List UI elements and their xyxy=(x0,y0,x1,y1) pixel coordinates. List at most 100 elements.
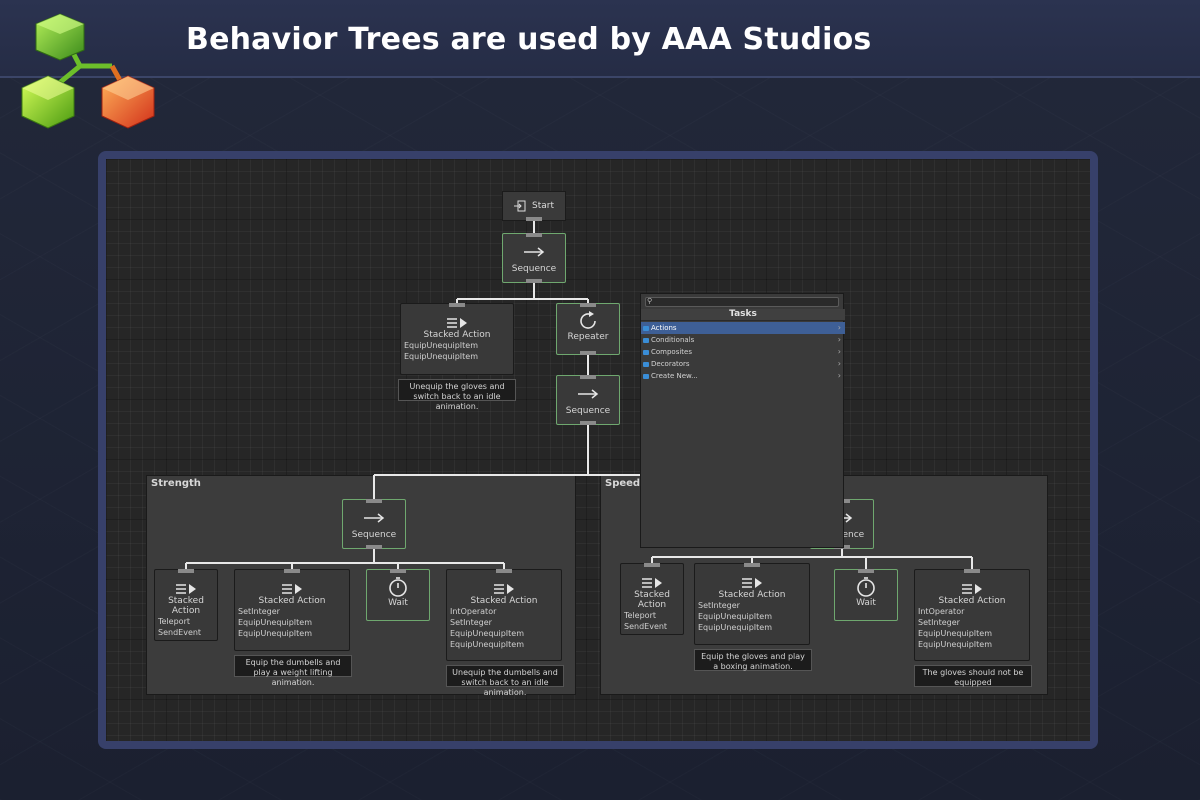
tasks-list: Actions › Conditionals › Composites › De… xyxy=(641,322,845,382)
node-list-item: EquipUnequipItem xyxy=(404,341,479,350)
node-stacked-action-s2[interactable]: Stacked Action SetInteger EquipUnequipIt… xyxy=(234,569,350,651)
search-icon: ⚲ xyxy=(647,297,653,305)
group-title-strength: Strength xyxy=(151,478,201,489)
node-list-item: SetInteger xyxy=(918,618,960,627)
folder-icon xyxy=(643,326,649,331)
node-list-item: EquipUnequipItem xyxy=(238,629,313,638)
input-port[interactable] xyxy=(858,569,874,573)
editor-frame: Strength Speed xyxy=(98,151,1098,749)
list-play-icon xyxy=(494,584,514,594)
input-port[interactable] xyxy=(284,569,300,573)
node-list-item: EquipUnequipItem xyxy=(238,618,313,627)
output-port[interactable] xyxy=(366,545,382,549)
folder-icon xyxy=(643,350,649,355)
task-item-label: Composites xyxy=(651,348,693,356)
node-wait-p[interactable]: Wait xyxy=(834,569,898,621)
task-item-create-new[interactable]: Create New... › xyxy=(641,370,845,382)
input-port[interactable] xyxy=(366,499,382,503)
node-title: Sequence xyxy=(511,264,557,274)
comment-top: Unequip the gloves and switch back to an… xyxy=(398,379,516,411)
input-port[interactable] xyxy=(644,563,660,567)
tasks-search-input[interactable] xyxy=(645,297,839,307)
input-port[interactable] xyxy=(744,563,760,567)
task-item-label: Actions xyxy=(651,324,677,332)
node-repeater[interactable]: Repeater xyxy=(556,303,620,355)
logo-cubes-icon xyxy=(21,13,155,129)
task-item-label: Create New... xyxy=(651,372,698,380)
group-title-speed: Speed xyxy=(605,478,641,489)
node-title: Stacked Action xyxy=(938,596,1006,606)
node-title: Stacked Action xyxy=(168,596,204,616)
chevron-right-icon: › xyxy=(837,371,841,380)
node-list-item: EquipUnequipItem xyxy=(404,352,479,361)
start-node[interactable]: Start xyxy=(502,191,566,221)
output-port[interactable] xyxy=(580,351,596,355)
chevron-right-icon: › xyxy=(837,323,841,332)
list-play-icon xyxy=(282,584,302,594)
comment-s-unequip: Unequip the dumbells and switch back to … xyxy=(446,665,564,697)
node-title: Stacked Action xyxy=(718,590,786,600)
output-port[interactable] xyxy=(526,217,542,221)
input-port[interactable] xyxy=(496,569,512,573)
tasks-panel-title: Tasks xyxy=(641,309,845,321)
page-headline: Behavior Trees are used by AAA Studios xyxy=(186,22,872,57)
list-play-icon xyxy=(447,318,467,328)
input-port[interactable] xyxy=(580,375,596,379)
input-port[interactable] xyxy=(449,303,465,307)
node-title: Stacked Action xyxy=(258,596,326,606)
folder-icon xyxy=(643,374,649,379)
task-item-decorators[interactable]: Decorators › xyxy=(641,358,845,370)
input-port[interactable] xyxy=(178,569,194,573)
folder-icon xyxy=(643,362,649,367)
start-label: Start xyxy=(532,201,554,211)
tasks-panel[interactable]: ⚲ Tasks Actions › Conditionals › Composi… xyxy=(640,293,845,548)
node-sequence-root[interactable]: Sequence xyxy=(502,233,566,283)
input-port[interactable] xyxy=(964,569,980,573)
task-item-composites[interactable]: Composites › xyxy=(641,346,845,358)
graph-canvas[interactable]: Strength Speed xyxy=(106,159,1090,741)
node-list-item: Teleport xyxy=(624,611,656,620)
node-title: Wait xyxy=(856,598,876,608)
node-title: Sequence xyxy=(351,530,397,540)
node-list-item: IntOperator xyxy=(918,607,965,616)
node-title: Stacked Action xyxy=(423,330,491,340)
node-list-item: EquipUnequipItem xyxy=(450,640,525,649)
node-list-item: EquipUnequipItem xyxy=(918,640,993,649)
list-play-icon xyxy=(962,584,982,594)
node-stacked-action-top[interactable]: Stacked Action EquipUnequipItem EquipUne… xyxy=(400,303,514,375)
node-stacked-action-p2[interactable]: Stacked Action SetInteger EquipUnequipIt… xyxy=(694,563,810,645)
output-port[interactable] xyxy=(580,421,596,425)
node-sequence-mid[interactable]: Sequence xyxy=(556,375,620,425)
node-list-item: SetInteger xyxy=(450,618,492,627)
node-wait-s[interactable]: Wait xyxy=(366,569,430,621)
comment-p-not-equipped: The gloves should not be equipped xyxy=(914,665,1032,687)
node-list-item: IntOperator xyxy=(450,607,497,616)
node-stacked-action-s3[interactable]: Stacked Action IntOperator SetInteger Eq… xyxy=(446,569,562,661)
input-port[interactable] xyxy=(390,569,406,573)
arrow-right-icon xyxy=(364,513,385,523)
chevron-right-icon: › xyxy=(837,347,841,356)
task-item-actions[interactable]: Actions › xyxy=(641,322,845,334)
output-port[interactable] xyxy=(526,279,542,283)
comment-s-dumbbells: Equip the dumbells and play a weight lif… xyxy=(234,655,352,687)
list-play-icon xyxy=(642,578,662,588)
stopwatch-icon xyxy=(857,577,875,597)
node-stacked-action-s1[interactable]: Stacked Action Teleport SendEvent xyxy=(154,569,218,641)
node-stacked-action-p3[interactable]: Stacked Action IntOperator SetInteger Eq… xyxy=(914,569,1030,661)
node-list-item: EquipUnequipItem xyxy=(698,623,773,632)
task-item-label: Conditionals xyxy=(651,336,695,344)
node-title: Sequence xyxy=(565,406,611,416)
node-list-item: SetInteger xyxy=(238,607,280,616)
input-port[interactable] xyxy=(526,233,542,237)
node-list-item: SendEvent xyxy=(158,628,202,637)
task-item-conditionals[interactable]: Conditionals › xyxy=(641,334,845,346)
node-title: Stacked Action xyxy=(634,590,670,610)
node-title: Stacked Action xyxy=(470,596,538,606)
node-stacked-action-p1[interactable]: Stacked Action Teleport SendEvent xyxy=(620,563,684,635)
node-sequence-strength[interactable]: Sequence xyxy=(342,499,406,549)
node-list-item: SetInteger xyxy=(698,601,740,610)
comment-p-gloves: Equip the gloves and play a boxing anima… xyxy=(694,649,812,671)
stopwatch-icon xyxy=(389,577,407,597)
enter-icon xyxy=(514,200,526,212)
input-port[interactable] xyxy=(580,303,596,307)
